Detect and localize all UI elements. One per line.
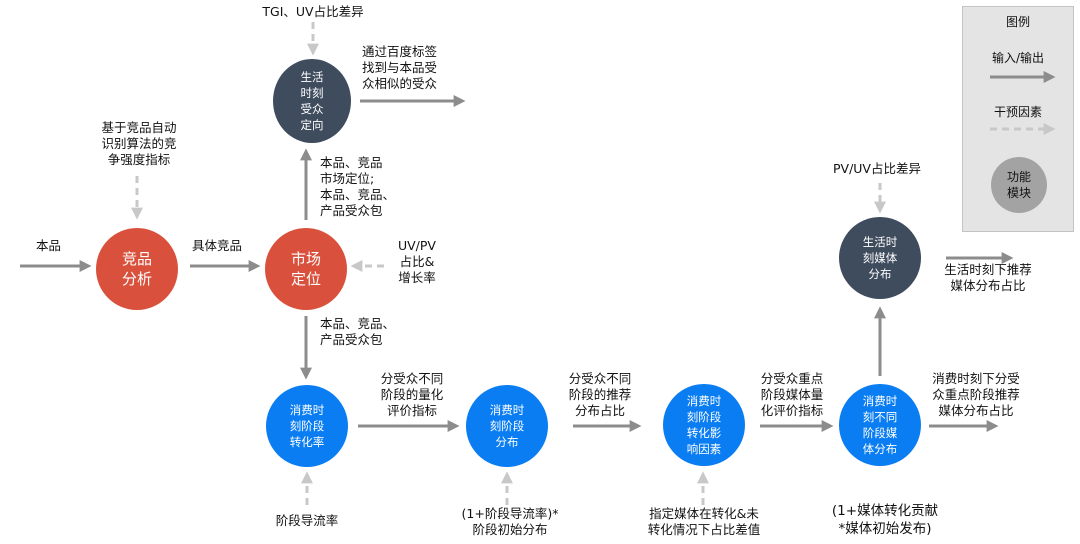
label-media-quant-metrics: 分受众重点 阶段媒体量 化评价指标 bbox=[760, 371, 824, 418]
legend-title: 图例 bbox=[1005, 15, 1030, 29]
label-stage-initial-dist: (1+阶段导流率)* 阶段初始分布 bbox=[461, 506, 559, 537]
label-pv-uv-diff: PV/UV占比差异 bbox=[832, 161, 921, 176]
label-competitor-algorithm: 基于竞品自动 识别算法的竞 争强度指标 bbox=[101, 120, 177, 167]
legend-module-node: 功能 模块 bbox=[991, 157, 1047, 213]
label-media-contribution: (1+媒体转化贡献 *媒体初始发布) bbox=[831, 503, 939, 537]
node-stage-conversion-factors: 消费时 刻阶段 转化影 响因素 bbox=[663, 384, 745, 466]
label-tgi-uv-diff: TGI、UV占比差异 bbox=[262, 4, 364, 19]
label-life-media-recommend: 生活时刻下推荐 媒体分布占比 bbox=[944, 262, 1032, 293]
node-consumption-stage-distribution: 消费时 刻阶段 分布 bbox=[466, 385, 548, 467]
label-stage-media-recommend: 消费时刻下分受 众重点阶段推荐 媒体分布占比 bbox=[932, 371, 1020, 418]
label-uv-pv-growth: UV/PV 占比& 增长率 bbox=[397, 238, 436, 285]
node-competitor-analysis: 竞品 分析 bbox=[96, 228, 178, 310]
legend: 图例 输入/输出 干预因素 功能 模块 bbox=[962, 6, 1074, 232]
node-market-positioning: 市场 定位 bbox=[265, 228, 347, 310]
label-stage-flow-rate: 阶段导流率 bbox=[275, 513, 339, 528]
label-specific-competitors: 具体竞品 bbox=[192, 238, 243, 253]
label-media-diff-value: 指定媒体在转化&未 转化情况下占比差值 bbox=[647, 506, 761, 537]
node-consumption-stage-media-distribution: 消费时 刻不同 阶段媒 体分布 bbox=[839, 384, 921, 466]
legend-io-label: 输入/输出 bbox=[991, 51, 1045, 65]
label-positioning-up: 本品、竞品 市场定位; 本品、竞品、 产品受众包 bbox=[320, 155, 396, 218]
label-stage-quant-metrics: 分受众不同 阶段的量化 评价指标 bbox=[380, 371, 444, 418]
node-consumption-stage-conversion: 消费时 刻阶段 转化率 bbox=[266, 385, 348, 467]
node-life-moment-media-distribution: 生活时 刻媒体 分布 bbox=[839, 217, 921, 299]
legend-interference-label: 干预因素 bbox=[993, 105, 1042, 119]
node-life-moment-targeting: 生活 时刻 受众 定向 bbox=[273, 59, 351, 143]
label-baidu-tags: 通过百度标签 找到与本品受 众相似的受众 bbox=[362, 44, 438, 91]
label-stage-recommend-share: 分受众不同 阶段的推荐 分布占比 bbox=[568, 371, 632, 418]
label-positioning-down: 本品、竞品、 产品受众包 bbox=[320, 316, 396, 347]
label-input-product: 本品 bbox=[36, 238, 62, 253]
